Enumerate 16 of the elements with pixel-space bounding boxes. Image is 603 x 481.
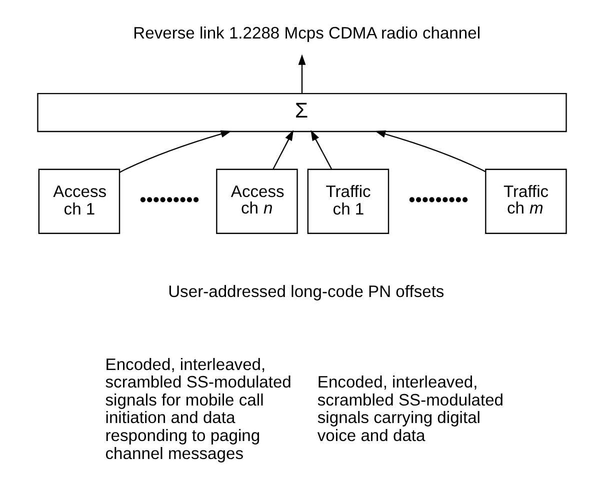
- arrow: [298, 54, 306, 94]
- arrow: [374, 130, 486, 172]
- node-box: Traffic ch m: [484, 168, 566, 234]
- label: User-addressed long-code PN offsets: [168, 282, 444, 302]
- arrow: [272, 130, 294, 170]
- arrow: [118, 130, 232, 173]
- node-box: Access ch 1: [38, 168, 120, 234]
- node-box: Traffic ch 1: [306, 168, 389, 234]
- node-box: Σ: [36, 92, 566, 132]
- arrow: [310, 130, 332, 170]
- label: Encoded, interleaved, scrambled SS-modulated signals for mobile call initiation and data responding to paging channel messages: [104, 354, 291, 463]
- label: •••••••••: [139, 190, 199, 211]
- label: •••••••••: [408, 190, 468, 211]
- label: Encoded, interleaved, scrambled SS-modulated signals carrying digital voice and data: [316, 372, 504, 446]
- node-box: Access ch n: [216, 168, 298, 234]
- node-text: Reverse link 1.2288 Mcps CDMA radio channel: [132, 24, 480, 43]
